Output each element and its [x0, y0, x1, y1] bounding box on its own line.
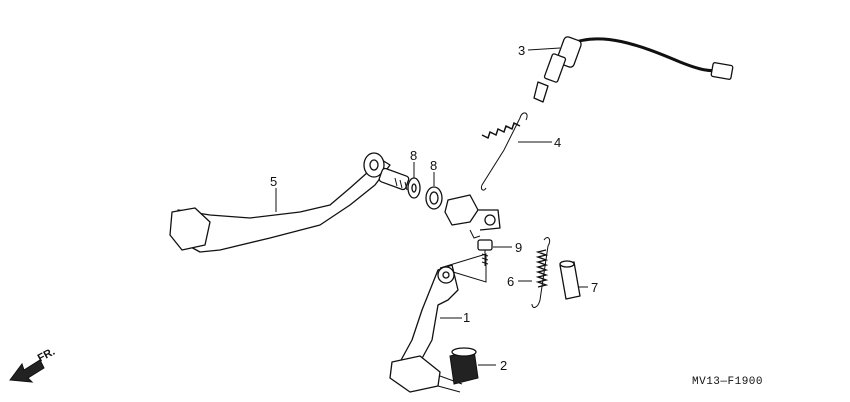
part-5-lever-arm	[169, 152, 410, 253]
part-2-pedal-rubber	[449, 347, 496, 385]
callout-1: 1	[463, 310, 470, 325]
callout-9: 9	[515, 240, 522, 255]
part-8-washers	[407, 162, 443, 210]
callout-6: 6	[507, 274, 514, 289]
callout-8-left: 8	[410, 148, 417, 163]
part-9-bolt	[477, 239, 512, 266]
callout-5: 5	[270, 174, 277, 189]
callout-2: 2	[500, 358, 507, 373]
part-7-sleeve	[559, 260, 588, 300]
part-4-return-spring	[481, 112, 552, 191]
callout-7: 7	[591, 280, 598, 295]
part-3-switch-cable	[527, 36, 734, 103]
callout-8-right: 8	[430, 158, 437, 173]
part-1-pedal-arm	[389, 264, 463, 393]
assembly-guide	[439, 253, 487, 283]
part-6-spring	[518, 237, 551, 308]
callout-3: 3	[518, 43, 525, 58]
direction-label: FR.	[36, 346, 57, 365]
pivot-bracket	[444, 194, 501, 239]
front-direction-arrow-icon	[9, 359, 45, 383]
callout-4: 4	[554, 135, 561, 150]
figure-code: MV13—F1900	[692, 376, 763, 388]
